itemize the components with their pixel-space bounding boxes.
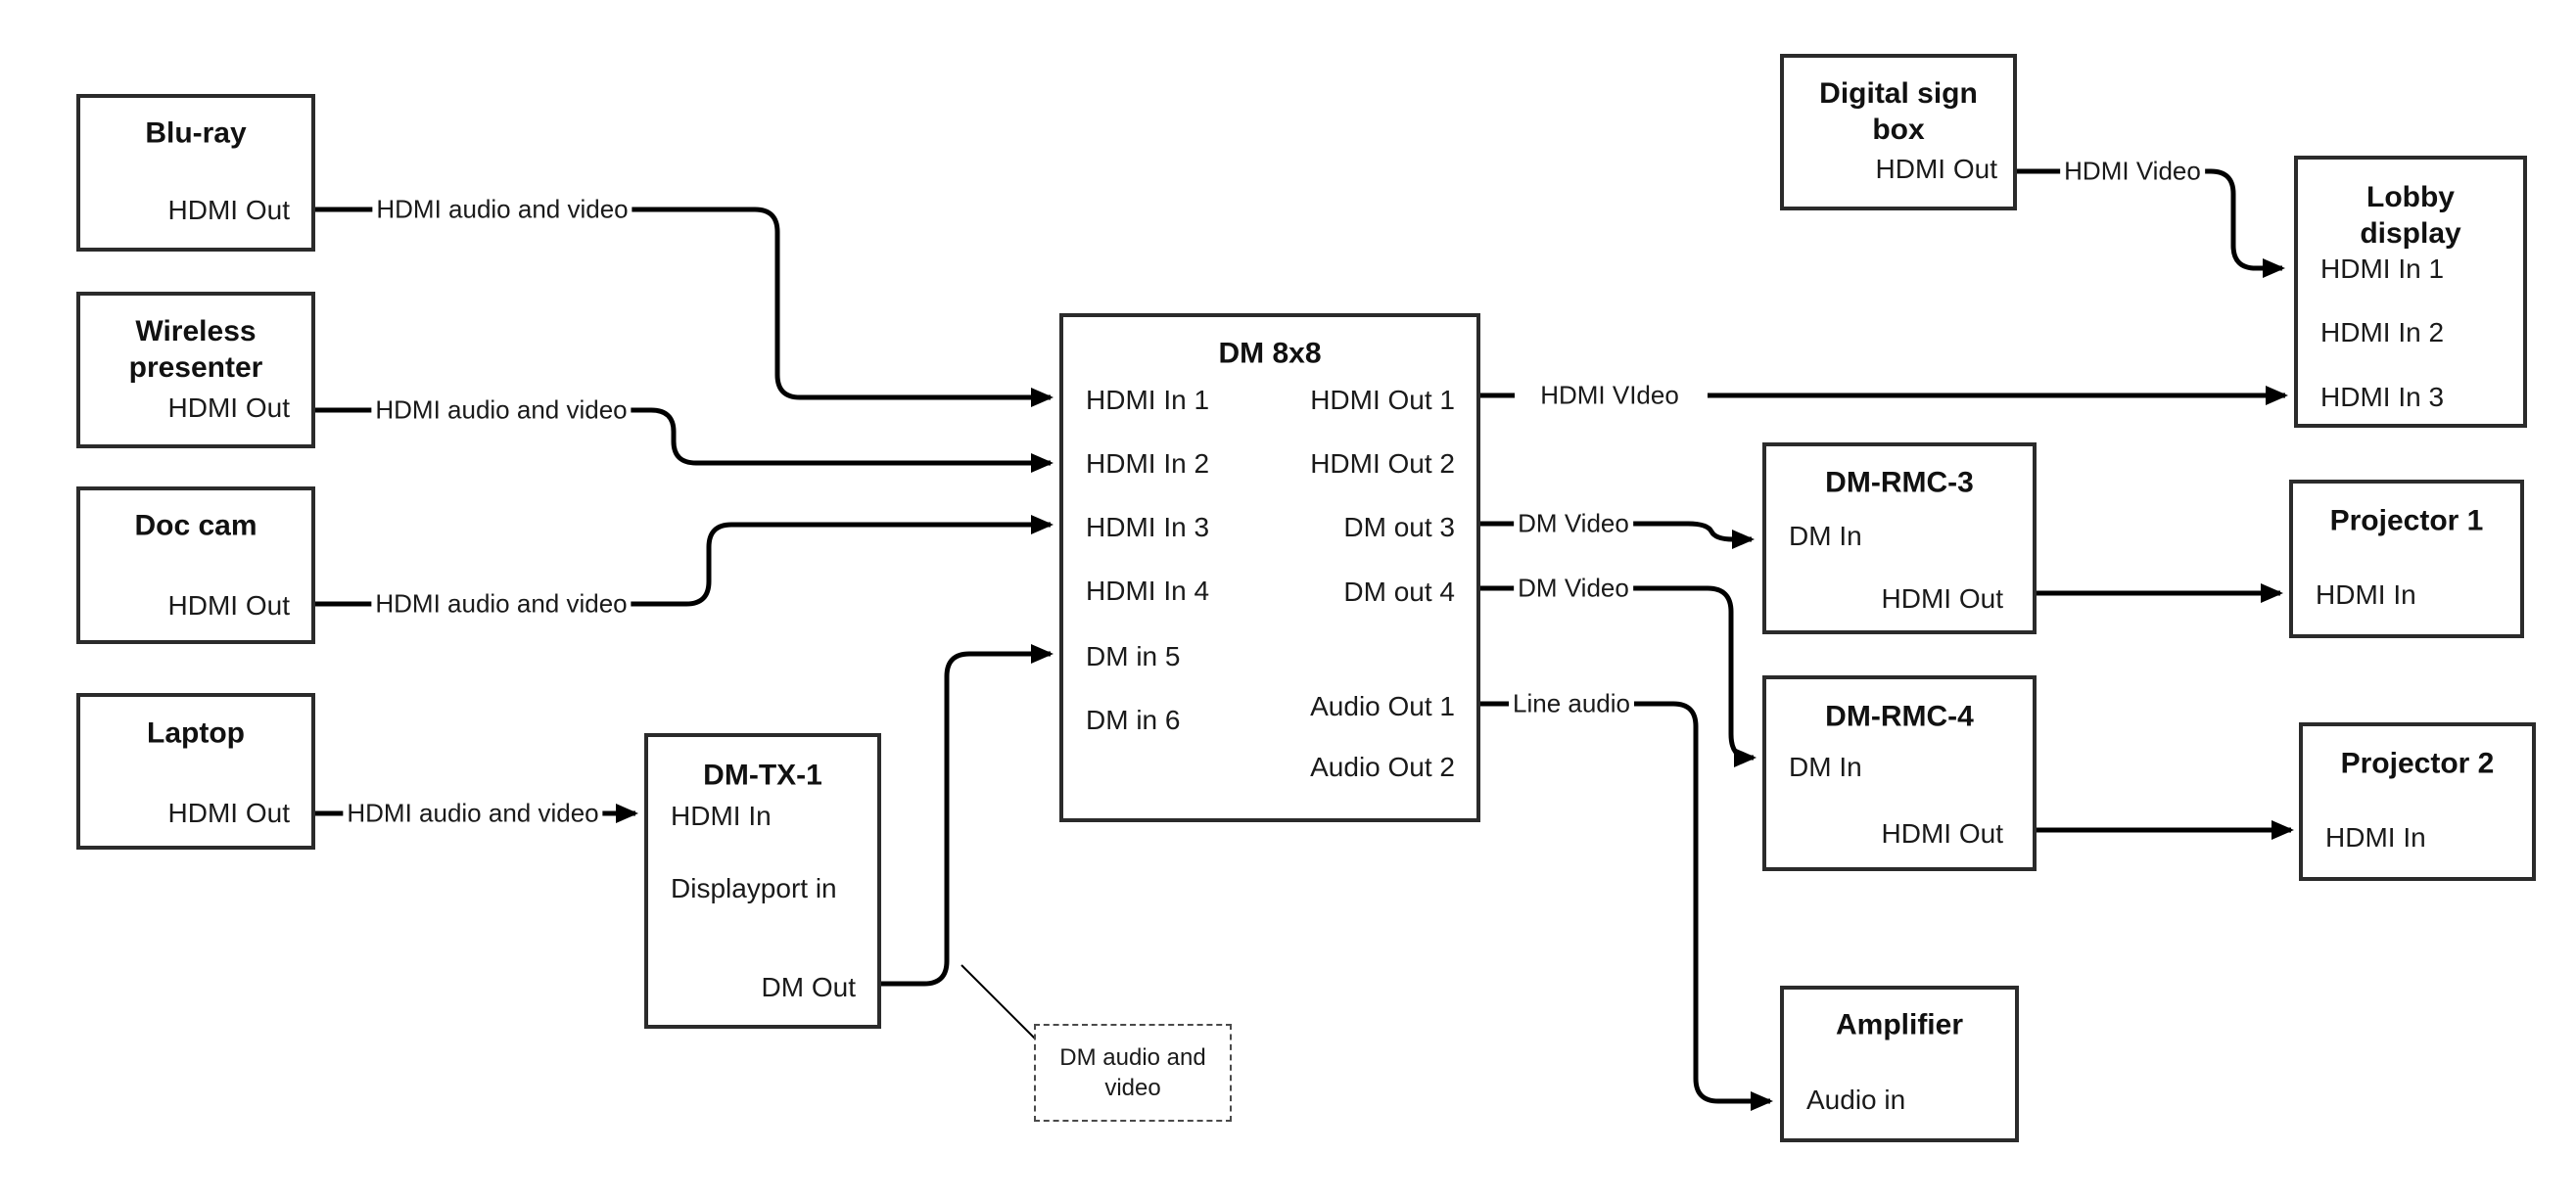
port-hdmi-out: HDMI Out [167, 590, 290, 621]
wire-wireless-to-dm8x8-b [624, 407, 1054, 473]
port-hdmi-in: HDMI In [671, 801, 772, 831]
connection-label-bluray: HDMI audio and video [372, 194, 632, 225]
port-dm-in-6: DM in 6 [1086, 705, 1181, 735]
connection-label-doccam: HDMI audio and video [371, 588, 632, 620]
connection-label-dmout4: DM Video [1514, 573, 1633, 604]
port-hdmi-in-3: HDMI In 3 [1086, 512, 1210, 542]
node-title: Wireless presenter [128, 315, 263, 384]
callout-dm-audio-video: DM audio and video [1034, 1024, 1232, 1122]
port-hdmi-out: HDMI Out [167, 393, 290, 423]
port-hdmi-out-1: HDMI Out 1 [1310, 385, 1455, 415]
connection-label-hdmiout1: HDMI VIdeo [1536, 380, 1683, 411]
port-displayport-in: Displayport in [671, 873, 837, 903]
node-dm-tx-1: DM-TX-1 HDMI In Displayport in DM Out [644, 733, 881, 1029]
wire-dmout4-to-rmc4-b [1628, 585, 1756, 767]
node-title: Blu-ray [145, 116, 247, 150]
node-title: DM-RMC-4 [1825, 700, 1974, 733]
port-hdmi-out: HDMI Out [167, 798, 290, 828]
node-projector-2: Projector 2 HDMI In [2299, 722, 2536, 881]
wire-dmout3-to-rmc3-b [1630, 521, 1755, 549]
port-dm-in: DM In [1789, 521, 1862, 551]
wire-audioout1-to-amp-b [1627, 701, 1773, 1111]
port-hdmi-in-4: HDMI In 4 [1086, 576, 1210, 606]
port-hdmi-out: HDMI Out [167, 195, 290, 225]
node-title: Projector 2 [2340, 747, 2495, 780]
port-hdmi-in: HDMI In [2316, 579, 2416, 610]
connection-label-wireless: HDMI audio and video [371, 394, 632, 426]
wire-doccam-to-dm8x8-b [624, 515, 1054, 607]
port-audio-in: Audio in [1806, 1085, 1906, 1115]
node-title: DM-TX-1 [703, 759, 822, 792]
wire-digitalsign-to-lobby-b [2203, 168, 2285, 278]
port-audio-out-2: Audio Out 2 [1310, 752, 1455, 782]
node-laptop: Laptop HDMI Out [76, 693, 315, 850]
port-hdmi-out: HDMI Out [1881, 818, 2003, 849]
node-wireless-presenter: Wireless presenter HDMI Out [76, 292, 315, 448]
port-hdmi-out: HDMI Out [1875, 154, 1997, 184]
node-title: DM 8x8 [1218, 337, 1322, 370]
port-dm-out: DM Out [761, 972, 856, 1002]
port-hdmi-in: HDMI In [2325, 822, 2426, 853]
port-hdmi-in-1: HDMI In 1 [1086, 385, 1210, 415]
port-dm-out-3: DM out 3 [1343, 512, 1455, 542]
node-title: DM-RMC-3 [1825, 466, 1974, 499]
port-hdmi-in-3: HDMI In 3 [2320, 382, 2445, 412]
port-dm-in-5: DM in 5 [1086, 641, 1181, 671]
node-title: Projector 1 [2329, 504, 2484, 537]
node-blu-ray: Blu-ray HDMI Out [76, 94, 315, 252]
port-hdmi-out: HDMI Out [1881, 583, 2003, 614]
port-hdmi-out-2: HDMI Out 2 [1310, 448, 1455, 479]
port-audio-out-1: Audio Out 1 [1310, 691, 1455, 721]
node-title: Amplifier [1835, 1008, 1964, 1041]
connection-label-digitalsign: HDMI Video [2060, 156, 2205, 187]
wire-dmtx1-to-dm8x8 [881, 644, 1054, 987]
node-title: Lobby display [2360, 181, 2461, 250]
node-title: Doc cam [134, 509, 258, 542]
port-dm-out-4: DM out 4 [1343, 577, 1455, 607]
node-dm-rmc-3: DM-RMC-3 DM In HDMI Out [1762, 442, 2037, 634]
connection-label-dmout3: DM Video [1514, 508, 1633, 539]
node-lobby-display: Lobby display HDMI In 1 HDMI In 2 HDMI I… [2294, 156, 2527, 428]
node-title: Digital sign box [1819, 77, 1978, 146]
wire-bluray-to-dm8x8-b [627, 207, 1054, 407]
connection-label-laptop: HDMI audio and video [343, 798, 603, 829]
node-projector-1: Projector 1 HDMI In [2289, 480, 2524, 638]
callout-leader-line [960, 964, 1037, 1040]
port-dm-in: DM In [1789, 752, 1862, 782]
connection-label-audioout1: Line audio [1509, 688, 1634, 719]
node-title: Laptop [147, 716, 245, 750]
port-hdmi-in-1: HDMI In 1 [2320, 254, 2445, 284]
node-amplifier: Amplifier Audio in [1780, 986, 2019, 1142]
port-hdmi-in-2: HDMI In 2 [2320, 317, 2445, 347]
node-dm-rmc-4: DM-RMC-4 DM In HDMI Out [1762, 675, 2037, 871]
port-hdmi-in-2: HDMI In 2 [1086, 448, 1210, 479]
node-digital-sign-box: Digital sign box HDMI Out [1780, 54, 2017, 210]
node-dm-8x8: DM 8x8 HDMI In 1 HDMI In 2 HDMI In 3 HDM… [1059, 313, 1480, 822]
node-doc-cam: Doc cam HDMI Out [76, 486, 315, 644]
